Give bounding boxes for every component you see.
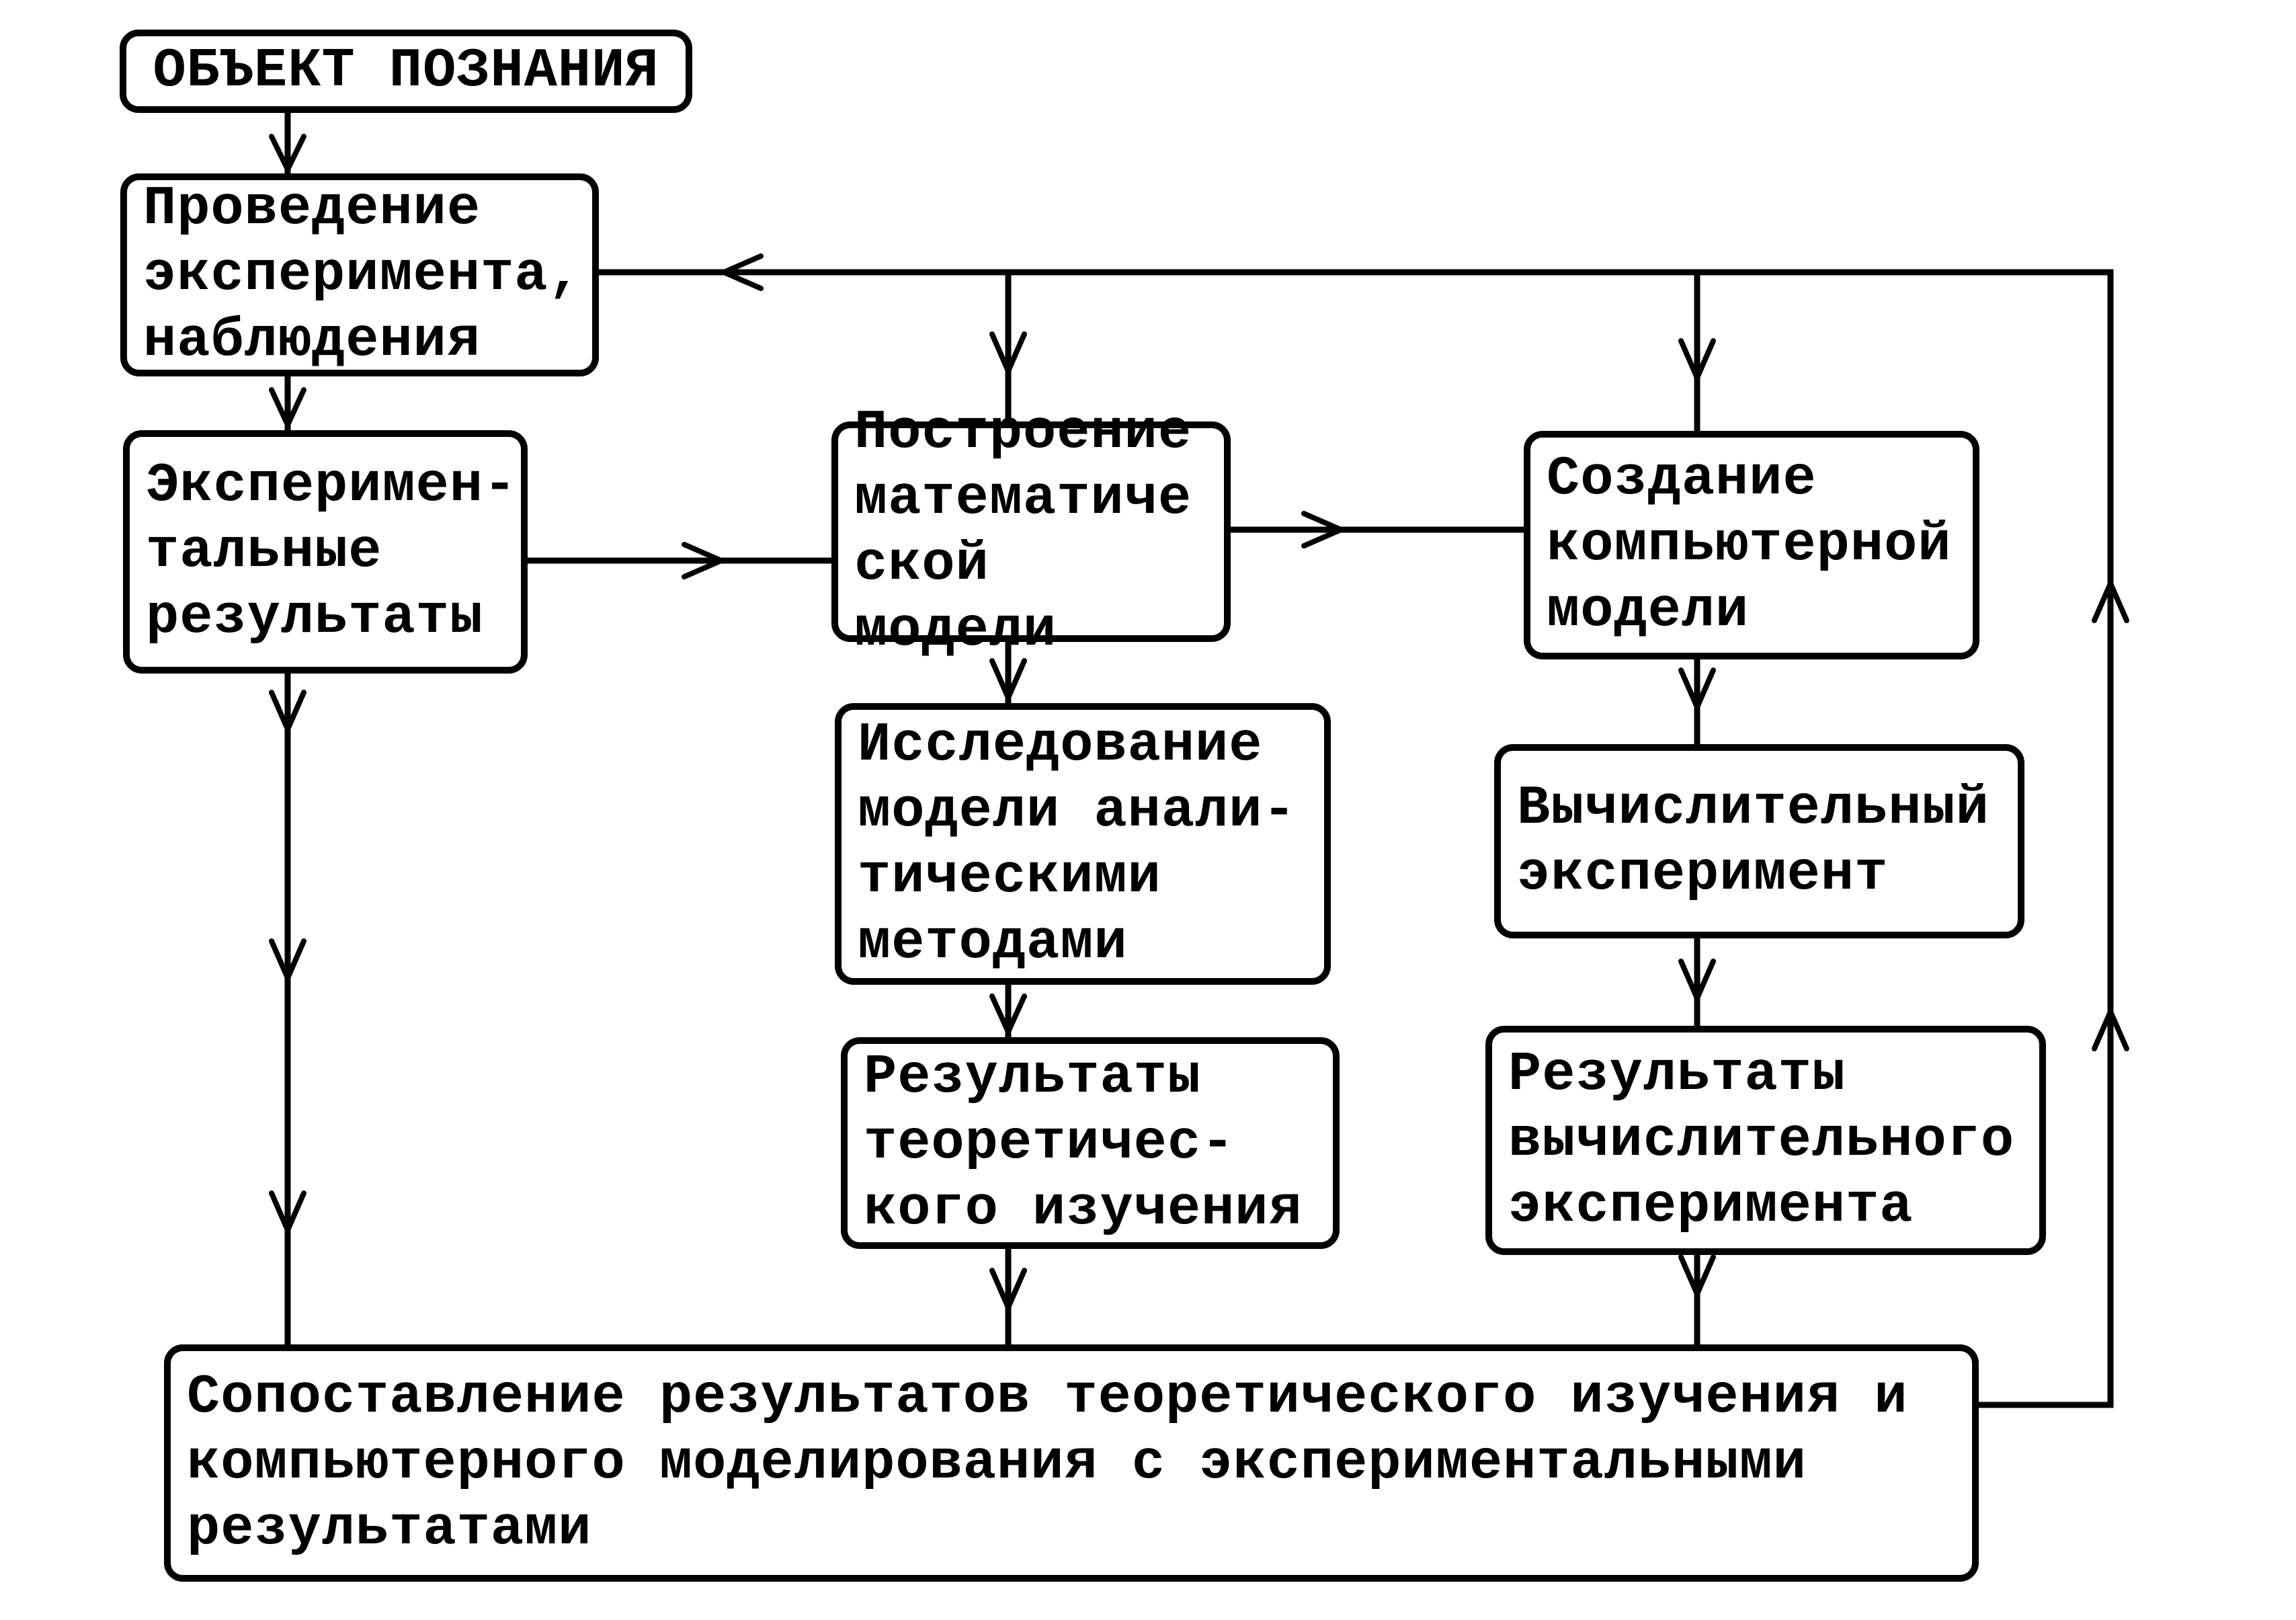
node-label: Проведение эксперимента, наблюдения (143, 177, 582, 372)
arrow-down-icon (269, 1190, 306, 1238)
edge-feedback-loop (598, 253, 2129, 1408)
arrow-down-icon (1678, 959, 1716, 1006)
node-label: Сопоставление результатов теоретического… (187, 1365, 1908, 1560)
node-object-of-cognition: ОБЪЕКТ ПОЗНАНИЯ (120, 30, 692, 113)
arrow-down-icon (1678, 667, 1716, 715)
arrow-down-icon (269, 938, 306, 985)
arrow-down-icon (989, 994, 1027, 1039)
node-analyze-model-analytically: Исследование модели анали- тическими мет… (835, 703, 1331, 985)
node-label: ОБЪЕКТ ПОЗНАНИЯ (153, 40, 659, 102)
node-label: Вычислительный эксперимент (1517, 776, 1990, 905)
node-label: Эксперимен- тальные результаты (146, 454, 518, 649)
node-theoretical-study-results: Результаты теоретичес- кого изучения (841, 1037, 1340, 1249)
edge-feedback-to-buildmodel (989, 272, 1027, 421)
edge-compresults-to-compare (1678, 1254, 1716, 1344)
arrow-down-icon (269, 134, 306, 176)
arrow-down-icon (269, 690, 306, 737)
arrow-up-icon (2092, 576, 2129, 623)
arrow-up-icon (2092, 1004, 2129, 1051)
edge-expresults-to-compare (269, 674, 306, 1344)
edge-compute-to-compresults (1678, 938, 1716, 1026)
node-label: Результаты вычислительного эксперимента (1508, 1043, 2015, 1238)
arrow-right-icon (1301, 511, 1348, 549)
node-conduct-experiment: Проведение эксперимента, наблюдения (120, 173, 599, 376)
arrow-down-icon (989, 658, 1027, 705)
edge-object-to-conduct (269, 113, 306, 176)
node-label: Создание компьютерной модели (1547, 448, 1952, 642)
arrow-down-icon (1678, 338, 1716, 385)
node-computational-experiment-results: Результаты вычислительного эксперимента (1485, 1026, 2046, 1255)
node-experimental-results: Эксперимен- тальные результаты (123, 430, 528, 674)
edge-expresults-to-buildmodel (528, 542, 831, 579)
arrow-left-icon (716, 253, 764, 291)
arrow-down-icon (269, 387, 306, 432)
edge-conduct-to-expresults (269, 376, 306, 432)
node-compare-results: Сопоставление результатов теоретического… (164, 1344, 1979, 1582)
arrow-right-icon (682, 542, 729, 579)
node-build-math-model: Построение математиче ской модели (831, 401, 1231, 661)
edge-buildmodel-to-createmodel (1231, 511, 1524, 549)
node-label: Построение математиче ской модели (854, 401, 1192, 661)
arrow-down-icon (989, 331, 1027, 378)
edge-buildmodel-to-analyze (989, 642, 1027, 705)
edge-analyze-to-theorresults (989, 985, 1027, 1039)
node-label: Результаты теоретичес- кого изучения (864, 1045, 1303, 1240)
node-label: Исследование модели анали- тическими мет… (858, 713, 1297, 974)
node-create-computer-model: Создание компьютерной модели (1524, 431, 1979, 659)
edge-feedback-to-createmodel (1678, 272, 1716, 431)
edge-createmodel-to-compute (1678, 659, 1716, 744)
arrow-down-icon (1678, 1254, 1716, 1301)
arrow-down-icon (989, 1268, 1027, 1315)
edge-theorresults-to-compare (989, 1249, 1027, 1344)
node-computational-experiment: Вычислительный эксперимент (1494, 744, 2024, 938)
